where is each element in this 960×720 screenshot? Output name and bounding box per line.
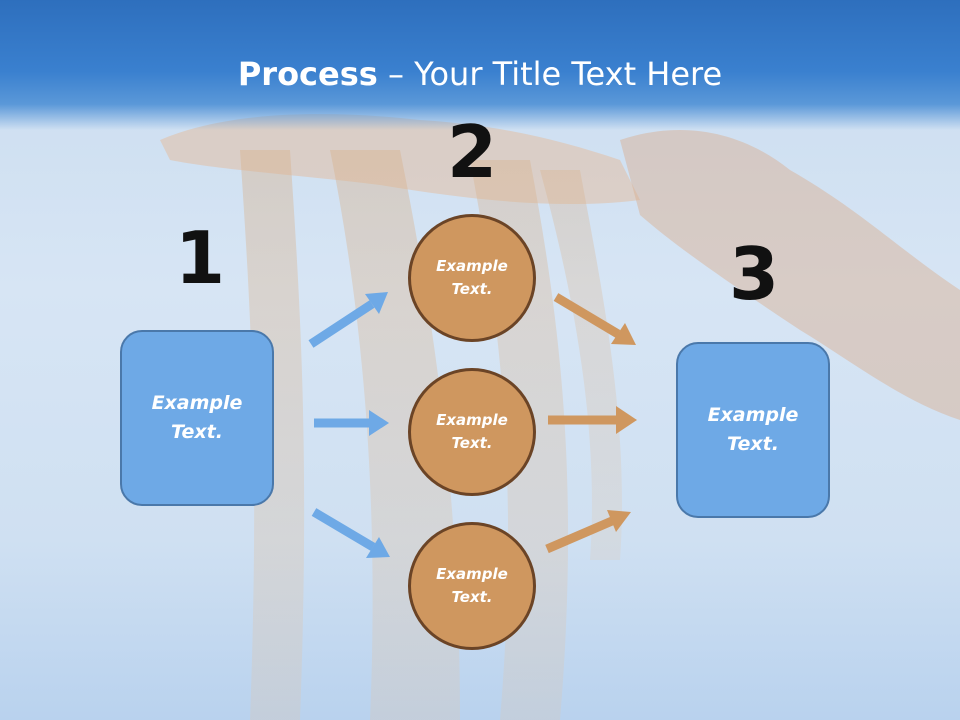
arrow-from-middle-circle (548, 406, 637, 434)
step-1-box[interactable]: Example Text. (120, 330, 274, 506)
blue-arrow-group (308, 292, 390, 558)
tan-arrow-group (545, 293, 637, 554)
title-rest: – Your Title Text Here (377, 55, 723, 93)
arrow-to-top-circle (308, 292, 388, 348)
circle-label: Example Text. (436, 565, 508, 606)
step-2-number: 2 (446, 110, 498, 194)
step-1-label: Example Text. (151, 392, 243, 443)
step-2-circle-middle[interactable]: Example Text. (408, 368, 536, 496)
circle-label: Example Text. (436, 257, 508, 298)
arrow-to-bottom-circle (311, 508, 390, 558)
step-3-label: Example Text. (707, 404, 799, 455)
step-2-circle-top[interactable]: Example Text. (408, 214, 536, 342)
step-3-box[interactable]: Example Text. (676, 342, 830, 518)
arrow-from-top-circle (553, 293, 636, 345)
step-1-number: 1 (174, 216, 226, 300)
title-bar (0, 0, 960, 130)
title-bold: Process (237, 55, 378, 93)
step-2-circle-bottom[interactable]: Example Text. (408, 522, 536, 650)
arrow-from-bottom-circle (545, 510, 631, 554)
circle-label: Example Text. (436, 411, 508, 452)
arrow-to-middle-circle (314, 410, 389, 436)
slide-title: Process – Your Title Text Here (0, 52, 960, 96)
step-3-number: 3 (728, 232, 780, 316)
